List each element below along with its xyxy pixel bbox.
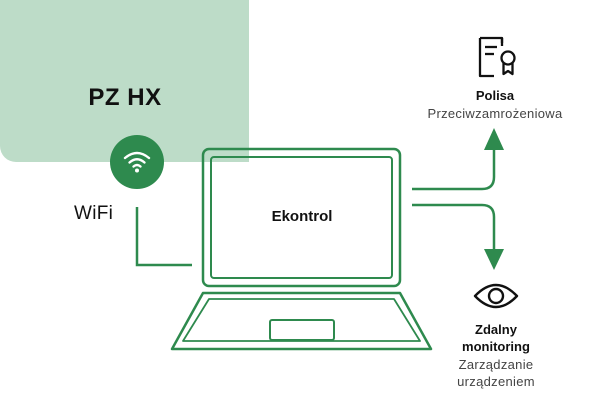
wifi-badge — [110, 135, 164, 189]
laptop-base-inner — [182, 298, 421, 342]
device-card — [0, 0, 249, 162]
laptop-trackpad — [269, 319, 335, 341]
policy-subtitle: Przeciwzamrożeniowa — [427, 106, 563, 121]
wifi-connector-line — [135, 207, 192, 267]
monitoring-title: Zdalny monitoring — [436, 321, 556, 355]
eye-icon — [473, 283, 519, 309]
laptop-screen-outer — [201, 147, 402, 288]
monitoring-subtitle: Zarządzanie urządzeniem — [430, 356, 562, 390]
policy-title: Polisa — [475, 88, 515, 103]
monitoring-arrow-head — [484, 249, 504, 270]
policy-arrow-head — [484, 128, 504, 150]
monitoring-connector-line — [412, 203, 496, 250]
monitoring-title-line1: Zdalny — [475, 322, 517, 337]
laptop-screen-inner — [210, 156, 393, 279]
certificate-document-icon — [478, 36, 516, 78]
monitoring-title-line2: monitoring — [462, 339, 530, 354]
laptop-base — [170, 291, 433, 351]
monitoring-subtitle-line2: urządzeniem — [457, 374, 535, 389]
monitoring-subtitle-line1: Zarządzanie — [458, 357, 534, 372]
wifi-icon — [123, 151, 151, 173]
wifi-label: WiFi — [74, 203, 114, 224]
policy-connector-line — [412, 148, 496, 191]
device-title: PZ HX — [88, 84, 162, 111]
controller-label: Ekontrol — [271, 208, 333, 225]
